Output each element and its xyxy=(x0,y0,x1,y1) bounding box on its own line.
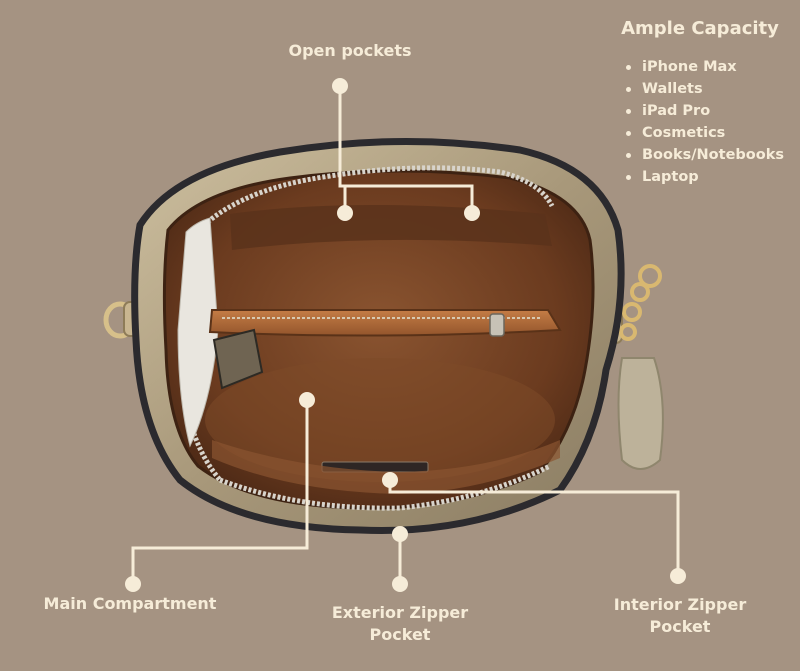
ample-capacity-panel: Ample Capacity iPhone Max Wallets iPad P… xyxy=(612,16,800,188)
dot-main-compartment-label xyxy=(125,576,141,592)
capacity-item: iPad Pro xyxy=(624,100,800,122)
capacity-list: iPhone Max Wallets iPad Pro Cosmetics Bo… xyxy=(612,56,800,188)
main-compartment-floor xyxy=(205,358,555,482)
dot-open-pockets-top xyxy=(332,78,348,94)
capacity-item: iPhone Max xyxy=(624,56,800,78)
clasp-tab xyxy=(212,328,264,390)
dot-main-compartment xyxy=(299,392,315,408)
capacity-item: Cosmetics xyxy=(624,122,800,144)
dot-open-pocket-right xyxy=(464,205,480,221)
white-flap xyxy=(177,217,219,448)
bottom-zipper xyxy=(219,463,552,511)
capacity-title: Ample Capacity xyxy=(621,18,779,39)
label-interior-zipper-line2: Pocket xyxy=(649,617,711,636)
dot-exterior-zipper-label xyxy=(392,576,408,592)
label-exterior-zipper-line2: Pocket xyxy=(369,625,431,644)
top-zipper xyxy=(188,165,555,242)
zipper-pull xyxy=(489,313,505,337)
bottom-pocket-strip xyxy=(212,440,560,494)
label-interior-zipper: Interior Zipper Pocket xyxy=(600,594,760,638)
label-open-pockets: Open pockets xyxy=(288,41,412,60)
label-interior-zipper-line1: Interior Zipper xyxy=(613,595,747,614)
capacity-item: Books/Notebooks xyxy=(624,144,800,166)
dot-interior-zipper-top xyxy=(382,472,398,488)
label-main-compartment: Main Compartment xyxy=(43,594,217,613)
dot-interior-zipper-label xyxy=(670,568,686,584)
capacity-item: Laptop xyxy=(624,166,800,188)
label-exterior-zipper-line1: Exterior Zipper xyxy=(331,603,469,622)
label-exterior-zipper: Exterior Zipper Pocket xyxy=(325,602,475,646)
capacity-item: Wallets xyxy=(624,78,800,100)
dot-open-pocket-left xyxy=(337,205,353,221)
dot-exterior-zipper-top xyxy=(392,526,408,542)
